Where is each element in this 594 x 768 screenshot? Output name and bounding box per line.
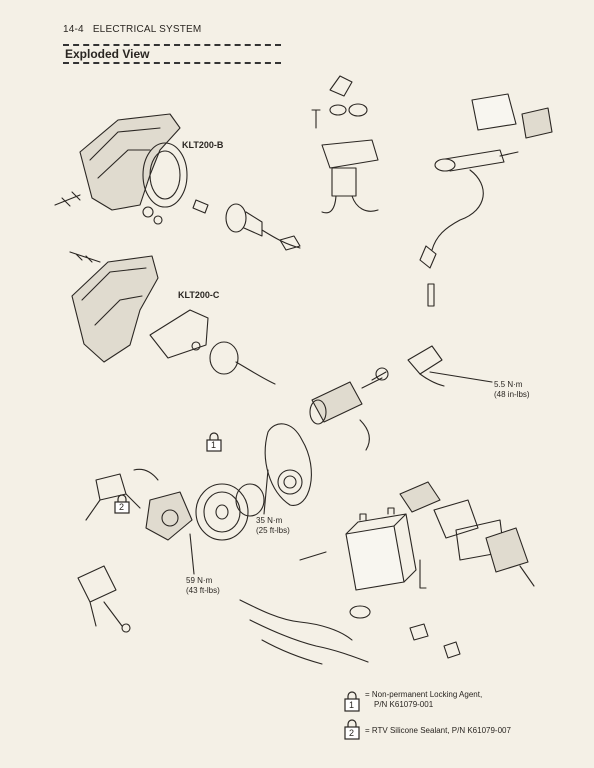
model-label-klt200b: KLT200-B [182, 140, 224, 150]
torque-stator-imperial: (43 ft-lbs) [186, 586, 220, 595]
starter-motor [309, 345, 445, 451]
legend-1-line1: = Non-permanent Locking Agent, [365, 690, 483, 699]
torque-stator: 59 N·m (43 ft-lbs) [186, 576, 220, 596]
page-number: 14-4 [63, 24, 84, 35]
legend-lock-1-icon: 1 [343, 690, 361, 712]
lock-2-icon: 2 [114, 494, 130, 514]
model-label-klt200c: KLT200-C [178, 290, 220, 300]
legend-row-1: 1 = Non-permanent Locking Agent, P/N K61… [343, 690, 563, 714]
page-header: 14-4 ELECTRICAL SYSTEM [63, 24, 201, 35]
headlight-housing-c [69, 251, 276, 385]
legend-row-2: 2 = RTV Silicone Sealant, P/N K61079-007 [343, 718, 563, 742]
chapter-title: ELECTRICAL SYSTEM [92, 24, 202, 35]
header-rule-bottom [63, 62, 281, 64]
cdi-unit [471, 93, 553, 139]
regulator [77, 565, 131, 633]
battery [345, 507, 417, 591]
flywheel [195, 483, 265, 541]
torque-flywheel-metric: 35 N·m [256, 516, 283, 525]
flywheel-torque-leader [263, 469, 269, 515]
lock-1-number: 1 [211, 440, 217, 450]
legend-text-2: = RTV Silicone Sealant, P/N K61079-007 [365, 726, 511, 736]
lock-1-icon: 1 [206, 432, 222, 452]
legend-lock-2-number: 2 [349, 728, 355, 738]
torque-starter-metric: 5.5 N·m [494, 380, 523, 389]
legend-2-line1: = RTV Silicone Sealant, P/N K61079-007 [365, 726, 511, 735]
legend-1-line2: P/N K61079-001 [374, 700, 434, 709]
section-title: Exploded View [65, 47, 150, 61]
legend-lock-1-number: 1 [349, 700, 355, 710]
lock-2-number: 2 [119, 502, 125, 512]
stator-torque-leader [189, 533, 195, 575]
legend-lock-2-icon: 2 [343, 718, 361, 740]
wiring-harness [239, 551, 461, 665]
headlight-housing-b [54, 113, 209, 225]
stator [85, 468, 193, 541]
torque-flywheel: 35 N·m (25 ft-lbs) [256, 516, 290, 536]
starter-torque-leader [429, 371, 493, 383]
ignition-coil [419, 149, 519, 307]
battery-holder [399, 481, 535, 589]
torque-starter: 5.5 N·m (48 in-lbs) [494, 380, 530, 400]
ignition-switch [311, 75, 379, 214]
torque-stator-metric: 59 N·m [186, 576, 213, 585]
legend-text-1: = Non-permanent Locking Agent, P/N K6107… [365, 690, 482, 710]
starter-chain [264, 423, 312, 506]
torque-starter-imperial: (48 in-lbs) [494, 390, 530, 399]
headlight-socket-b [225, 203, 301, 251]
header-rule-top [63, 44, 281, 46]
torque-flywheel-imperial: (25 ft-lbs) [256, 526, 290, 535]
